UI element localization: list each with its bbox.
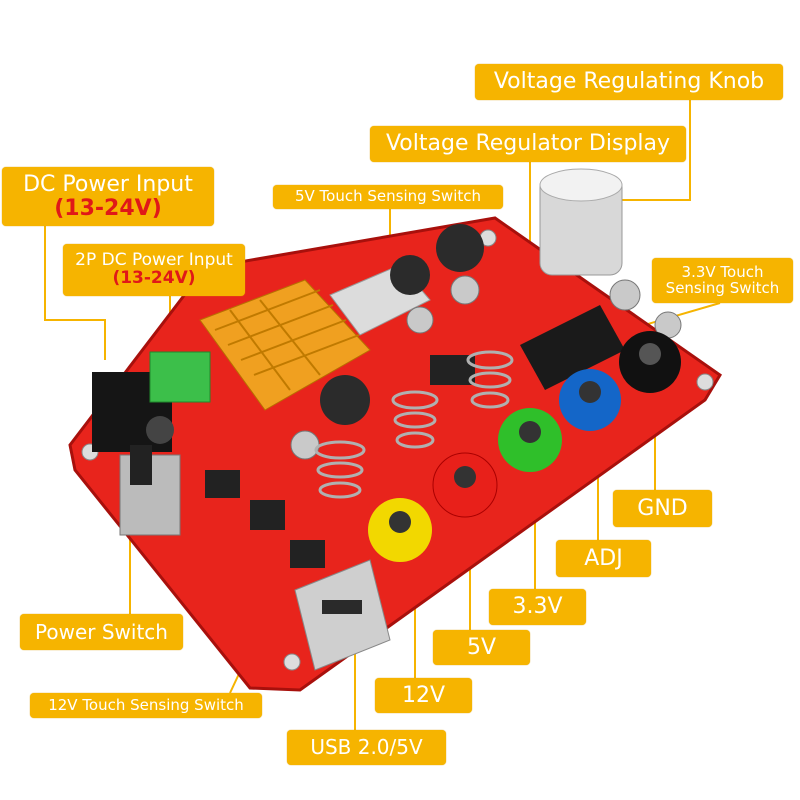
label-text: 12V [401,682,446,708]
label-text: Sensing Switch [665,278,780,297]
label-adj: ADJ [556,540,651,577]
label-range: (13-24V) [54,195,162,221]
label-text: Voltage Regulating Knob [493,69,765,95]
led-display [520,305,625,390]
label-gnd: GND [613,490,712,527]
label-text: 12V Touch Sensing Switch [48,695,244,714]
label-12v: 12V [375,678,472,713]
touch-springs [314,350,514,499]
label-2p-input: 2P DC Power Input(13-24V) [63,244,245,296]
label-text: 3.3V [512,594,563,620]
inductor [390,255,430,295]
label-text: 5V Touch Sensing Switch [294,187,482,206]
binding-posts [368,331,681,562]
label-display: Voltage Regulator Display [370,126,686,162]
label-12v-touch: 12V Touch Sensing Switch [30,693,262,718]
label-voltage-knob: Voltage Regulating Knob [475,64,783,100]
heatsink [199,279,371,411]
label-range: (13-24V) [112,268,196,288]
label-text: DC Power Input [23,172,193,198]
label-text: 2P DC Power Input [75,250,233,271]
label-text: GND [637,495,688,521]
label-5v: 5V [433,630,530,665]
label-text: Voltage Regulator Display [385,131,671,157]
label-dc-input: DC Power Input(13-24V) [2,167,214,226]
2p-terminal [149,351,211,403]
label-3v3: 3.3V [489,589,586,625]
inductor [436,224,484,272]
label-usb: USB 2.0/5V [287,730,446,765]
label-power-switch: Power Switch [20,614,183,650]
mount-hole [696,373,714,391]
label-text: 5V [466,634,497,660]
inductor [320,375,370,425]
label-text: USB 2.0/5V [310,735,423,759]
label-text: ADJ [584,545,623,571]
label-5v-touch: 5V Touch Sensing Switch [273,185,503,209]
leader-dc-input [44,226,106,360]
leader-knob [610,100,691,201]
usb-port [294,559,391,671]
mount-hole [283,653,301,671]
label-text: 3.3V Touch [681,262,764,281]
label-text: Power Switch [35,619,168,644]
